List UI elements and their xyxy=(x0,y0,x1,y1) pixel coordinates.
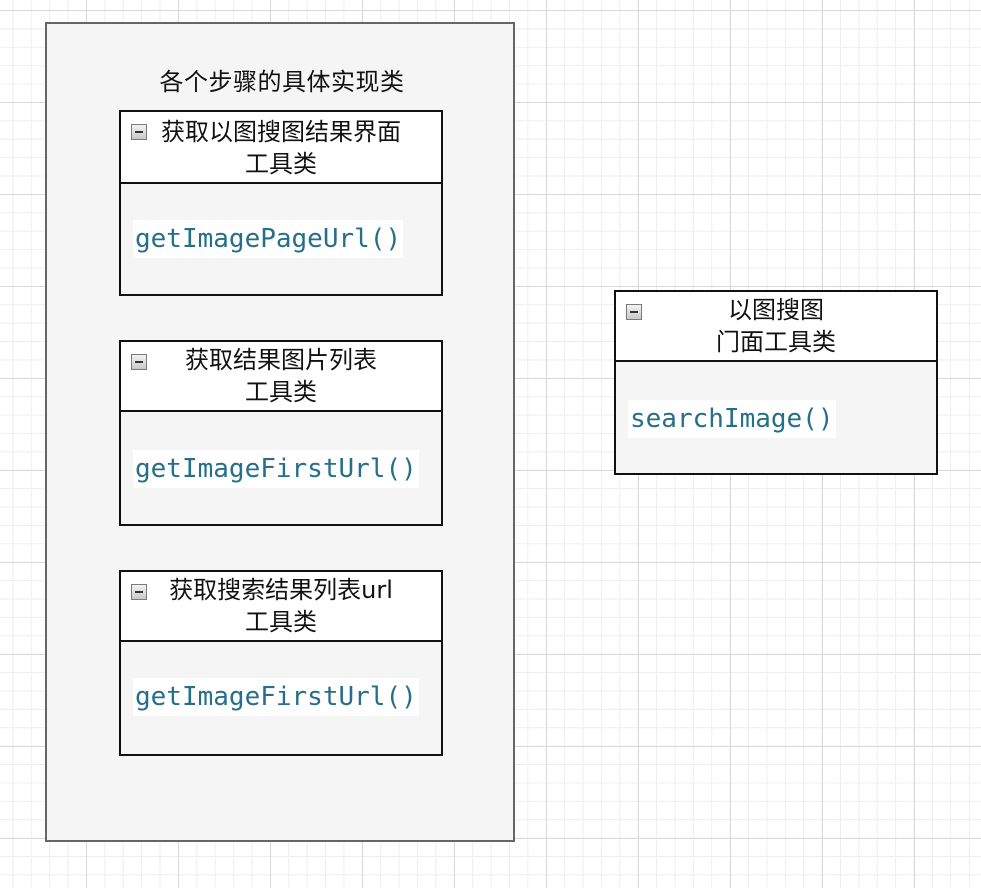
group-title: 各个步骤的具体实现类 xyxy=(159,68,405,96)
class-box-search-result-list-url[interactable]: 获取搜索结果列表url 工具类 getImageFirstUrl() xyxy=(119,570,443,756)
class-header[interactable]: 获取搜索结果列表url 工具类 xyxy=(121,572,441,642)
class-box-search-image-facade[interactable]: 以图搜图 门面工具类 searchImage() xyxy=(614,290,938,475)
class-name-line2: 工具类 xyxy=(245,608,317,636)
class-name-line1: 获取以图搜图结果界面 xyxy=(161,118,401,146)
class-name-line2: 门面工具类 xyxy=(716,328,836,356)
class-body[interactable]: searchImage() xyxy=(616,362,936,473)
method-get-image-first-url[interactable]: getImageFirstUrl() xyxy=(133,450,419,488)
class-header[interactable]: 获取以图搜图结果界面 工具类 xyxy=(121,112,441,184)
collapse-minus-icon[interactable] xyxy=(131,124,147,140)
collapse-minus-icon[interactable] xyxy=(131,354,147,370)
class-name-line2: 工具类 xyxy=(245,378,317,406)
class-box-image-page-url[interactable]: 获取以图搜图结果界面 工具类 getImagePageUrl() xyxy=(119,110,443,296)
method-search-image[interactable]: searchImage() xyxy=(628,400,836,438)
method-get-image-page-url[interactable]: getImagePageUrl() xyxy=(133,220,404,258)
collapse-minus-icon[interactable] xyxy=(626,304,642,320)
class-header[interactable]: 获取结果图片列表 工具类 xyxy=(121,342,441,412)
class-box-result-image-list[interactable]: 获取结果图片列表 工具类 getImageFirstUrl() xyxy=(119,340,443,526)
class-name-line1: 以图搜图 xyxy=(728,296,824,324)
collapse-minus-icon[interactable] xyxy=(131,584,147,600)
class-body[interactable]: getImageFirstUrl() xyxy=(121,642,441,754)
class-name-line2: 工具类 xyxy=(245,150,317,178)
class-body[interactable]: getImagePageUrl() xyxy=(121,184,441,294)
method-get-image-first-url[interactable]: getImageFirstUrl() xyxy=(133,678,419,716)
class-body[interactable]: getImageFirstUrl() xyxy=(121,412,441,524)
class-name-line1: 获取结果图片列表 xyxy=(185,346,377,374)
class-header[interactable]: 以图搜图 门面工具类 xyxy=(616,292,936,362)
class-name-line1: 获取搜索结果列表url xyxy=(169,576,393,604)
